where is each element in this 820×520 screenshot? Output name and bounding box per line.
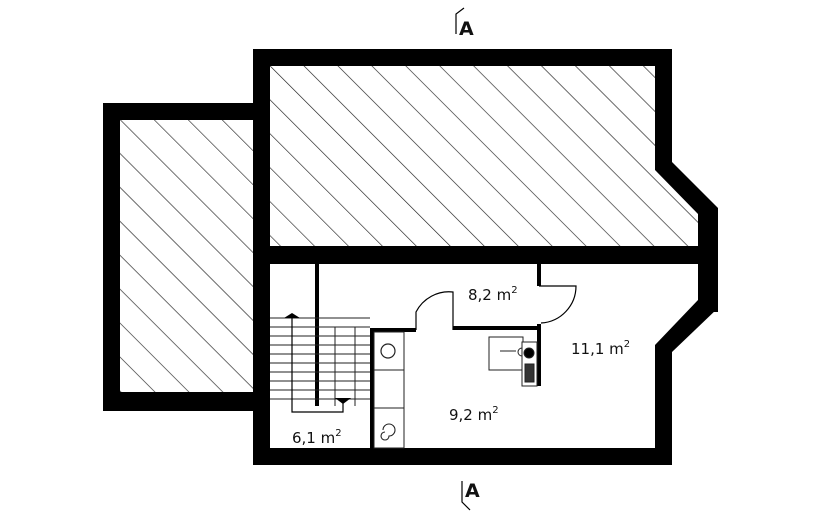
wall-bottom (253, 448, 672, 465)
section-marker-top: A (455, 7, 474, 40)
stair-direction-arrow (291, 318, 344, 413)
section-marker-bottom: A (461, 480, 480, 511)
wall-stair-divider (315, 264, 319, 406)
arrow-down-icon (335, 398, 351, 404)
hatched-area-top (270, 66, 698, 246)
kitchen-counter (373, 331, 405, 449)
arrow-up-icon (284, 313, 300, 318)
hatched-area-left (120, 120, 254, 392)
wall-bay-diagonal-top (655, 162, 718, 214)
room-area-label: 6,1 m2 (292, 428, 342, 447)
wall-bath-right (537, 264, 541, 286)
wall-bath-right-lower (537, 324, 541, 386)
wall-left-top (103, 103, 270, 120)
room-area-label: 8,2 m2 (468, 285, 518, 304)
wall-kitchen-upper (370, 328, 416, 332)
section-label: A (459, 18, 474, 40)
wall-right-upper (655, 49, 672, 170)
wall-middle-horizontal (253, 246, 718, 264)
door-swing-bath (415, 291, 454, 330)
wall-top (253, 49, 672, 66)
staircase (270, 317, 370, 406)
wall-bath-bottom (453, 326, 541, 330)
sink-icon (380, 343, 396, 359)
room-area-label: 11,1 m2 (571, 339, 630, 358)
door-swing-right (539, 285, 577, 324)
boiler-unit (521, 341, 538, 387)
room-area-label: 9,2 m2 (449, 405, 499, 424)
section-label: A (465, 480, 480, 502)
wall-right-lower (655, 345, 672, 465)
wall-left-bottom (103, 392, 270, 411)
wall-left-outer (103, 103, 120, 411)
stove-icon (380, 423, 396, 441)
wall-kitchen-left (370, 328, 374, 450)
wall-bay-diagonal-bottom (655, 300, 718, 352)
